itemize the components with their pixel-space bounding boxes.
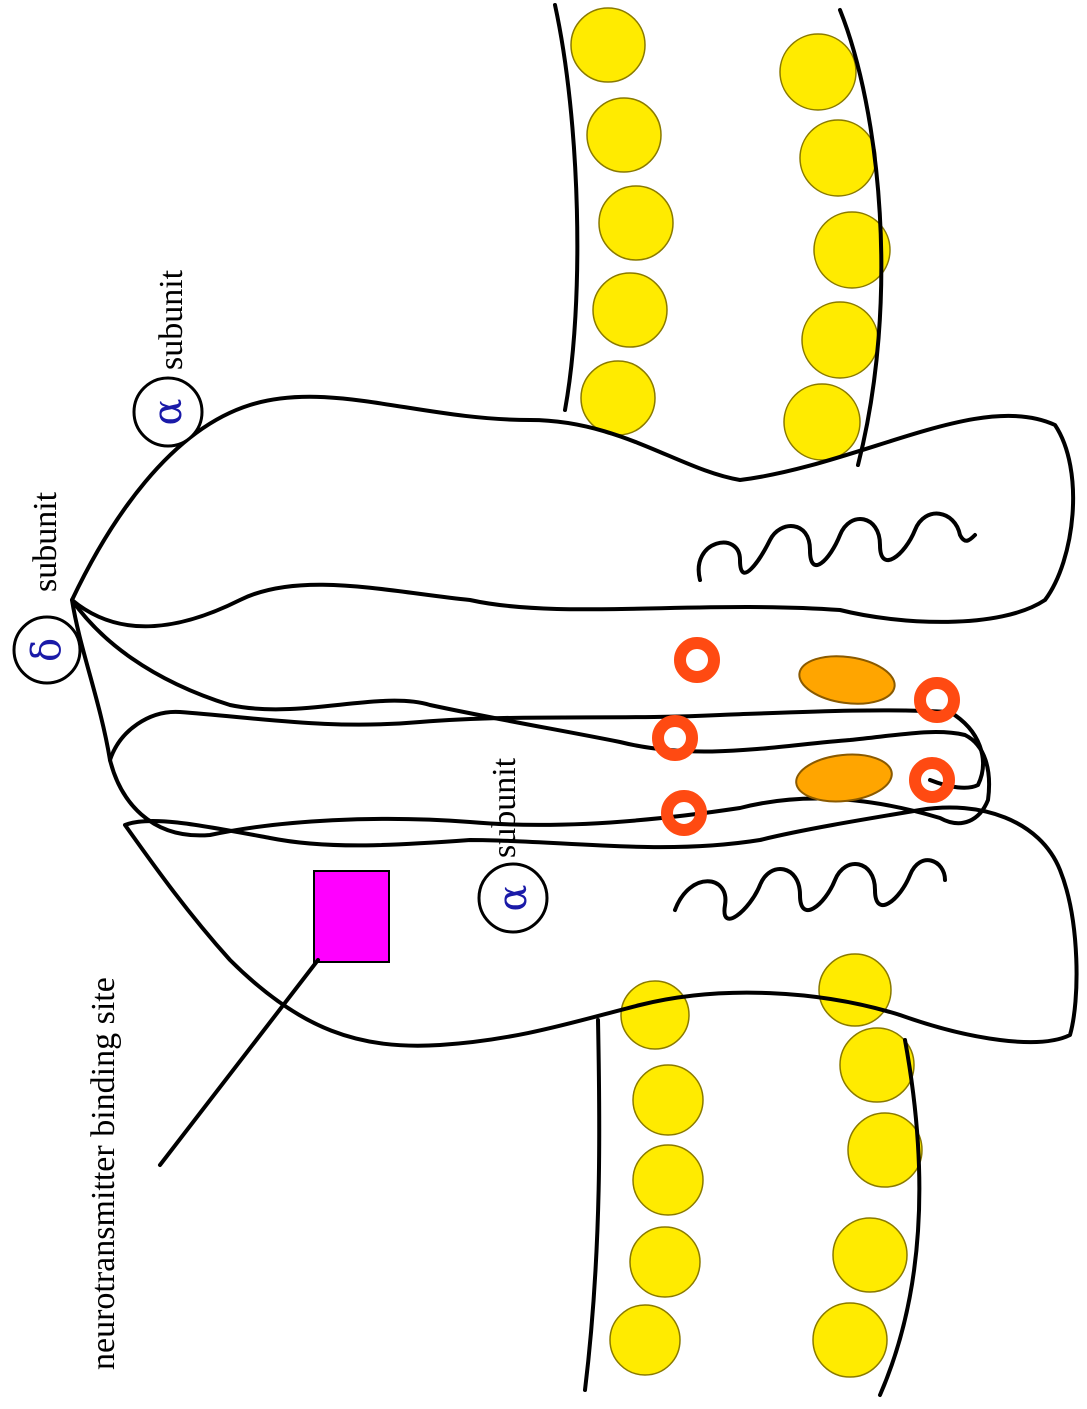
bead-row-lower-left bbox=[610, 981, 703, 1375]
membrane-upper bbox=[555, 5, 890, 465]
lipid-head bbox=[621, 981, 689, 1049]
bead-row-upper-left bbox=[571, 8, 673, 435]
lipid-head bbox=[819, 954, 891, 1026]
receptor-subunits bbox=[72, 397, 1077, 1046]
ion-channel-pore bbox=[658, 643, 954, 830]
lipid-head bbox=[784, 384, 860, 460]
alpha-marker-top: α bbox=[134, 378, 202, 446]
lipid-head bbox=[571, 8, 645, 82]
membrane-line bbox=[585, 1020, 599, 1390]
helix-coil-lower bbox=[675, 860, 945, 919]
helix-coil-upper bbox=[699, 514, 975, 580]
binding-site-box bbox=[314, 871, 389, 962]
delta-symbol: δ bbox=[24, 638, 70, 662]
ion-ring bbox=[920, 683, 954, 717]
ion-ring bbox=[680, 643, 714, 677]
binding-site-pointer bbox=[160, 960, 318, 1165]
lipid-head bbox=[813, 1303, 887, 1377]
lipid-head bbox=[800, 120, 876, 196]
lipid-head bbox=[840, 1028, 914, 1102]
lipid-head bbox=[848, 1113, 922, 1187]
lipid-head bbox=[833, 1218, 907, 1292]
subunit-label-alpha-top: subunit bbox=[153, 269, 190, 370]
alpha-marker-middle: α bbox=[479, 864, 547, 932]
lipid-head bbox=[630, 1227, 700, 1297]
lipid-head bbox=[593, 273, 667, 347]
ion-ring bbox=[667, 796, 701, 830]
alpha-symbol: α bbox=[490, 884, 536, 911]
membrane-line bbox=[555, 5, 577, 410]
lipid-head bbox=[780, 34, 856, 110]
subunit-label-alpha-middle: subunit bbox=[486, 757, 523, 858]
subunit-outline bbox=[72, 397, 1073, 627]
lipid-head bbox=[581, 361, 655, 435]
lipid-head bbox=[587, 98, 661, 172]
ion-ring bbox=[658, 721, 692, 755]
lipid-head bbox=[633, 1065, 703, 1135]
subunit-markers: δ α α bbox=[14, 378, 547, 932]
delta-marker: δ bbox=[14, 617, 80, 683]
lipid-head bbox=[599, 186, 673, 260]
ion-ellipse bbox=[794, 750, 894, 806]
subunit-outline bbox=[125, 808, 1077, 1046]
lipid-head bbox=[802, 302, 878, 378]
subunit-label-delta: subunit bbox=[27, 491, 64, 592]
ion-ellipse bbox=[796, 651, 897, 710]
lipid-head bbox=[610, 1305, 680, 1375]
binding-site-label: neurotransmitter binding site bbox=[85, 977, 122, 1370]
lipid-head bbox=[633, 1145, 703, 1215]
membrane-lower bbox=[585, 954, 922, 1395]
alpha-symbol: α bbox=[145, 398, 191, 425]
